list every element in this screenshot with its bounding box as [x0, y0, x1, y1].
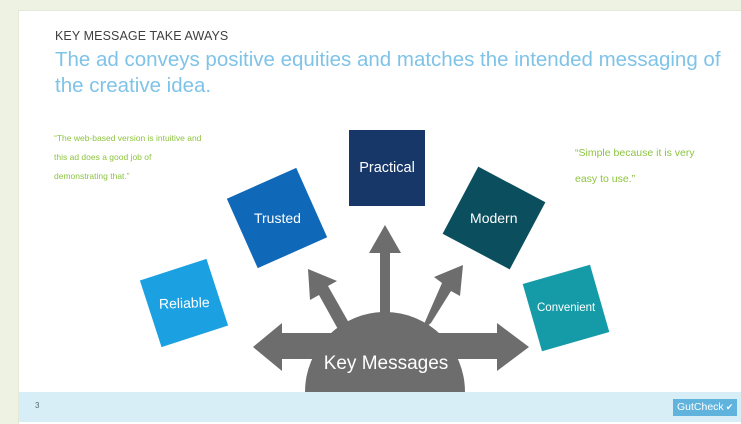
page-number: 3 — [35, 401, 40, 410]
message-convenient-label: Convenient — [536, 302, 596, 314]
arrow-modern — [421, 265, 463, 331]
hub-semicircle — [305, 312, 465, 392]
message-practical-label: Practical — [359, 160, 415, 176]
slide-kicker: KEY MESSAGE TAKE AWAYS — [55, 29, 229, 43]
gutcheck-logo: GutCheck ✔ — [673, 399, 738, 416]
hub-label: Key Messages — [323, 353, 449, 374]
arrow-practical — [369, 225, 401, 321]
arrows-hub-graphic — [253, 225, 529, 392]
arrow-trusted — [308, 269, 349, 331]
logo-text: GutCheck — [677, 401, 724, 413]
message-practical: Practical — [349, 130, 425, 206]
slide-headline: The ad conveys positive equities and mat… — [55, 48, 721, 97]
checkmark-icon: ✔ — [725, 402, 734, 412]
message-trusted-label: Trusted — [253, 210, 301, 227]
message-reliable-label: Reliable — [158, 294, 210, 312]
arrows — [253, 225, 529, 371]
slide: KEY MESSAGE TAKE AWAYS The ad conveys po… — [18, 10, 741, 424]
arrow-convenient — [439, 323, 529, 371]
quote-right: “Simple because it is very easy to use.” — [575, 147, 695, 185]
message-modern-label: Modern — [470, 210, 518, 226]
quote-left: “The web-based version is intuitive and … — [54, 133, 202, 181]
slide-footer: 3 GutCheck ✔ — [19, 392, 741, 422]
